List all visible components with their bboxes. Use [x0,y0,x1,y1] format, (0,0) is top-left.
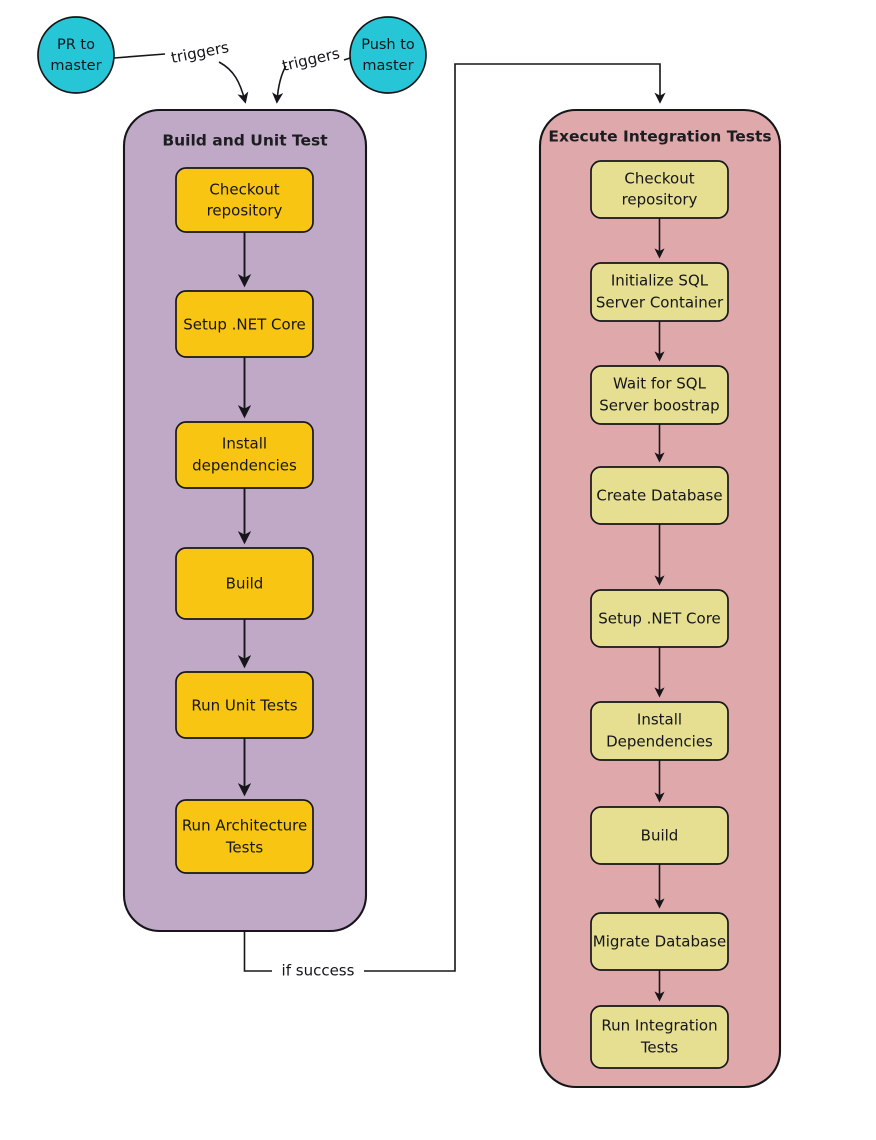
node-checkout-2-label-line2: repository [622,191,698,209]
node-install-deps-2-label-line1: Install [637,711,682,729]
node-setup-dotnet-label: Setup .NET Core [183,316,306,334]
node-run-integration-tests[interactable] [590,1005,729,1069]
node-run-arch-tests-label-line2: Tests [225,839,264,857]
edge-if-success [243,63,661,972]
trigger-node-pr-to-master[interactable] [37,16,115,94]
node-install-deps-2-label-line2: Dependencies [606,733,713,751]
node-run-arch-tests-label-line1: Run Architecture [182,817,307,835]
node-run-unit-tests-label: Run Unit Tests [191,697,297,715]
trigger-pr-label-line1: PR to [57,37,95,53]
node-checkout[interactable] [175,167,314,233]
node-run-arch-tests[interactable] [175,799,314,874]
node-run-integration-tests-label-line2: Tests [640,1039,679,1057]
node-build-label: Build [226,575,264,593]
node-migrate-db-label: Migrate Database [593,933,726,951]
node-install-deps[interactable] [175,421,314,489]
node-wait-sql-label-line1: Wait for SQL [613,375,707,393]
node-run-integration-tests-label-line1: Run Integration [601,1017,717,1035]
node-install-deps-label-line2: dependencies [192,457,297,475]
trigger-push-label-line2: master [362,58,413,74]
edge-push-to-build-subgraph [277,57,351,101]
edge-pr-to-build-subgraph [113,53,245,101]
trigger-push-label-line1: Push to [361,37,415,53]
node-init-sql-label-line2: Server Container [596,294,724,312]
edge-label-triggers-push: triggers [280,44,341,75]
edge-label-if-success: if success [282,962,355,980]
subgraph-title-execute-integration-tests: Execute Integration Tests [548,128,771,146]
node-checkout-label-line2: repository [207,202,283,220]
trigger-node-push-to-master[interactable] [349,16,427,94]
node-wait-sql-label-line2: Server boostrap [599,397,719,415]
node-checkout-label-line1: Checkout [209,181,279,199]
node-checkout-2-label-line1: Checkout [624,170,694,188]
node-init-sql-label-line1: Initialize SQL [611,272,709,290]
subgraph-title-build-and-unit-test: Build and Unit Test [162,132,328,150]
trigger-pr-label-line2: master [50,58,101,74]
node-install-deps-label-line1: Install [222,435,267,453]
node-build-2-label: Build [641,827,679,845]
node-setup-dotnet-2-label: Setup .NET Core [598,610,721,628]
node-create-db-label: Create Database [596,487,722,505]
